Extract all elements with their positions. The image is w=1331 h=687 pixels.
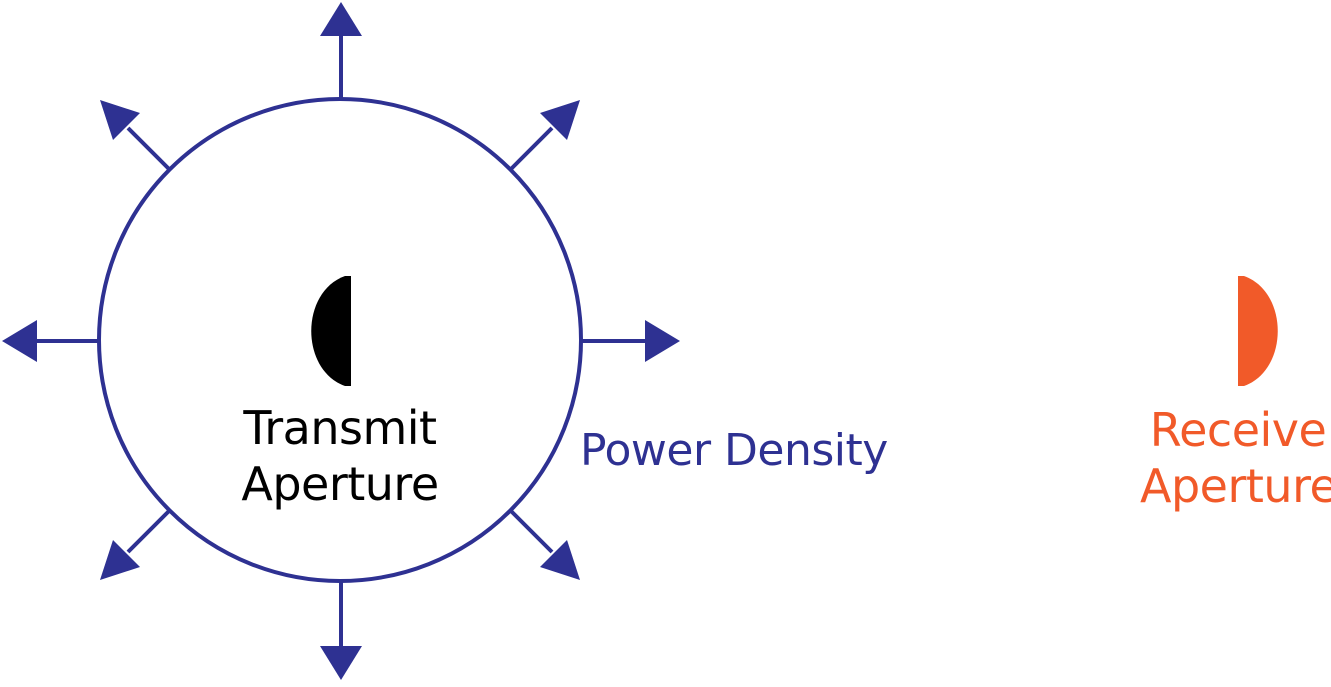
receive-aperture-shape <box>1238 276 1278 386</box>
arrow-down-right <box>509 509 580 580</box>
receive-label-line2: Aperture <box>1140 459 1331 514</box>
power-density-label: Power Density <box>580 425 888 476</box>
transmit-aperture-shape <box>311 276 351 386</box>
arrow-left <box>2 320 99 362</box>
arrow-up-right <box>509 100 580 171</box>
transmit-aperture-label: Transmit Aperture <box>240 400 440 512</box>
arrow-up <box>320 2 362 99</box>
transmit-label-line2: Aperture <box>241 457 439 512</box>
receive-label-line1: Receive <box>1149 403 1327 457</box>
transmit-label-line1: Transmit <box>243 401 437 455</box>
arrow-right <box>581 320 680 362</box>
arrow-down <box>320 581 362 680</box>
receive-aperture-label: Receive Aperture <box>1140 402 1331 514</box>
arrow-down-left <box>100 509 171 580</box>
arrow-up-left <box>100 100 171 171</box>
